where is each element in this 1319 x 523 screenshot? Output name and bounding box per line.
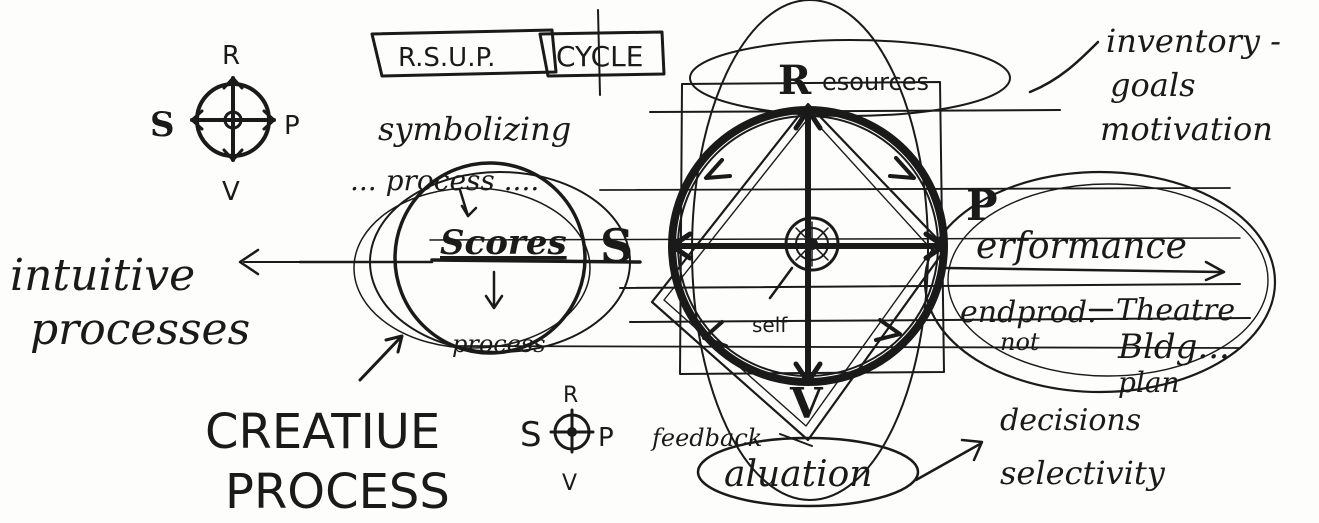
intuitive-label: intuitive bbox=[10, 250, 195, 301]
main-p: P bbox=[966, 181, 998, 230]
main-v: V bbox=[789, 379, 824, 428]
main-v-rest: aluation bbox=[724, 454, 872, 495]
main-r-rest: esources bbox=[822, 68, 929, 96]
header-rsvp: R.S.U.P. bbox=[398, 43, 495, 73]
goals-label: goals bbox=[1110, 66, 1195, 104]
mini-top-v: V bbox=[222, 177, 240, 207]
not-label: not bbox=[1000, 328, 1040, 356]
feedback-label: feedback bbox=[650, 424, 762, 452]
mini-compass-bottom: R S P V bbox=[520, 383, 614, 496]
mini-compass-top: R S P V bbox=[150, 41, 300, 207]
process-bottom-label: process bbox=[452, 330, 546, 358]
scores-label: Scores bbox=[440, 223, 567, 263]
plan-label: plan bbox=[1118, 366, 1180, 399]
mini-top-r: R bbox=[222, 41, 240, 71]
main-s: S bbox=[600, 219, 633, 273]
main-p-rest: erformance bbox=[976, 226, 1187, 267]
selectivity-label: selectivity bbox=[1000, 454, 1166, 492]
process-dots-label: ... process .... bbox=[350, 164, 539, 197]
mini-bottom-p: P bbox=[598, 423, 614, 453]
mini-bottom-r: R bbox=[563, 383, 578, 408]
center-self: self bbox=[752, 313, 788, 337]
creative-process: CREATIUE PROCESS bbox=[205, 404, 450, 520]
bldg-label: Bldg... bbox=[1117, 327, 1230, 367]
endprod-label: endprod. bbox=[960, 295, 1097, 330]
mini-top-p: P bbox=[284, 111, 300, 141]
header-cycle: CYCLE bbox=[556, 40, 643, 73]
mini-bottom-s: S bbox=[520, 415, 542, 455]
theatre-label: Theatre bbox=[1116, 293, 1235, 328]
symbolizing-label: symbolizing bbox=[378, 110, 571, 148]
processes-label: processes bbox=[30, 304, 250, 355]
intuitive-processes: intuitive processes bbox=[10, 250, 250, 355]
main-r: R bbox=[778, 57, 812, 104]
header-boxes: R.S.U.P. CYCLE bbox=[372, 10, 664, 95]
motivation-label: motivation bbox=[1100, 110, 1273, 148]
mini-bottom-v: V bbox=[562, 471, 577, 496]
symbolizing-circle: symbolizing ... process .... Scores proc… bbox=[240, 110, 640, 380]
inventory-label: inventory - bbox=[1106, 22, 1281, 60]
mini-top-s: S bbox=[150, 105, 175, 145]
decisions-label: decisions bbox=[1000, 403, 1141, 438]
creative-line2: PROCESS bbox=[225, 464, 450, 520]
creative-line1: CREATIUE bbox=[205, 404, 440, 460]
